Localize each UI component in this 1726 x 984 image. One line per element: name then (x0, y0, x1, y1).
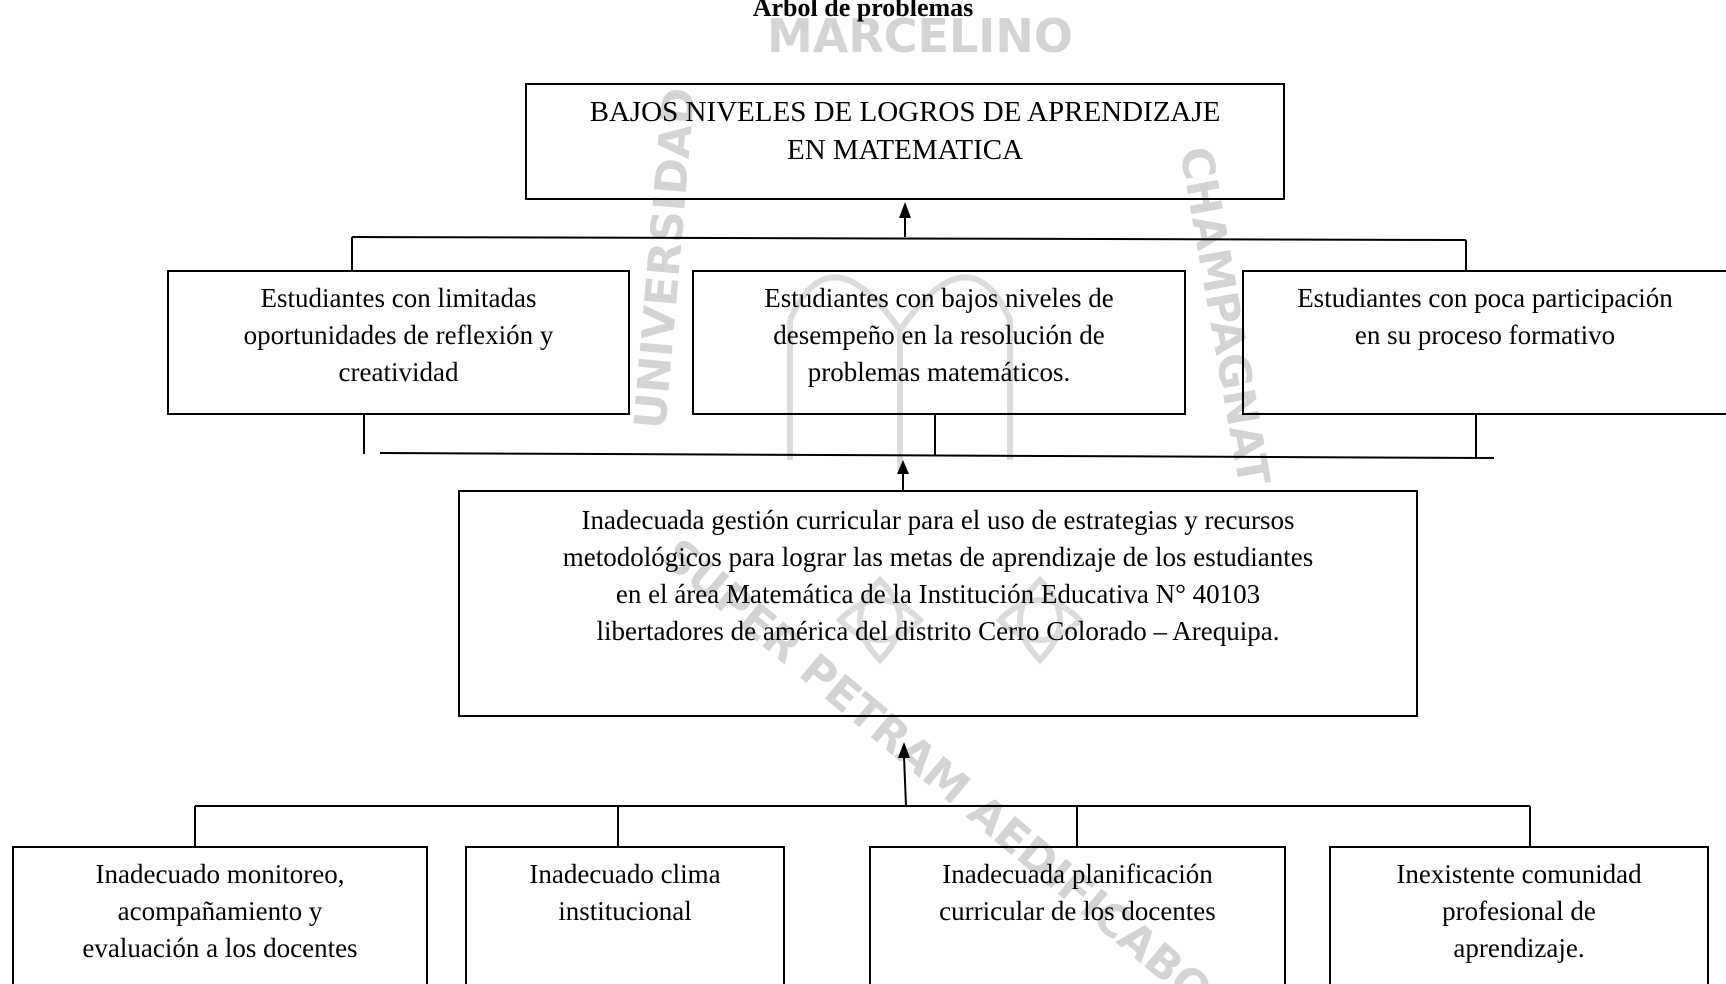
box-line: problemas matemáticos. (807, 357, 1071, 387)
box-line: Inexistente comunidad (1396, 859, 1642, 889)
box-line: Inadecuado clima (529, 859, 721, 889)
seal-flower (835, 575, 925, 665)
box-line: acompañamiento y (117, 896, 323, 926)
effect-box: BAJOS NIVELES DE LOGROS DE APRENDIZAJE E… (525, 83, 1285, 200)
diagram-title: Árbol de problemas (752, 0, 974, 22)
box-line: Estudiantes con bajos niveles de (764, 283, 1114, 313)
cause-box: Inexistente comunidad profesional de apr… (1329, 846, 1709, 984)
box-line: institucional (558, 896, 692, 926)
box-line: curricular de los docentes (939, 896, 1216, 926)
arrow-head (899, 202, 911, 218)
box-line: Inadecuada gestión curricular para el us… (581, 505, 1295, 535)
box-line: en el área Matemática de la Institución … (615, 579, 1261, 609)
arrow-head (897, 460, 909, 474)
consequence-box: Estudiantes con poca participación en su… (1242, 270, 1726, 415)
cause-box: Inadecuada planificación curricular de l… (869, 846, 1286, 984)
effect-line: BAJOS NIVELES DE LOGROS DE APRENDIZAJE (589, 96, 1221, 128)
box-line: en su proceso formativo (1354, 320, 1616, 350)
box-line: metodológicos para lograr las metas de a… (562, 542, 1314, 572)
arrow-head (898, 742, 910, 758)
box-line: evaluación a los docentes (82, 933, 358, 963)
bracket-line (351, 236, 1467, 241)
box-line: Estudiantes con poca participación (1297, 283, 1673, 313)
consequence-box: Estudiantes con bajos niveles de desempe… (692, 270, 1186, 415)
consequence-box: Estudiantes con limitadas oportunidades … (167, 270, 630, 415)
watermark-top-text: MARCELINO (767, 9, 1073, 63)
arrow-shaft (903, 755, 907, 807)
box-line: creatividad (338, 357, 459, 387)
box-line: Inadecuado monitoreo, (95, 859, 345, 889)
cause-box: Inadecuado clima institucional (465, 846, 785, 984)
box-line: Estudiantes con limitadas (260, 283, 537, 313)
bracket-line (379, 452, 1495, 459)
cause-box: Inadecuado monitoreo, acompañamiento y e… (12, 846, 428, 984)
box-line: profesional de (1442, 896, 1596, 926)
seal-monogram (787, 274, 1013, 470)
core-problem-box: Inadecuada gestión curricular para el us… (458, 490, 1418, 717)
seal-flower (995, 575, 1085, 665)
box-line: desempeño en la resolución de (773, 320, 1105, 350)
box-line: aprendizaje. (1453, 933, 1585, 963)
box-line: libertadores de américa del distrito Cer… (596, 616, 1280, 646)
box-line: oportunidades de reflexión y (243, 320, 554, 350)
box-line: Inadecuada planificación (942, 859, 1213, 889)
effect-line: EN MATEMATICA (786, 134, 1024, 166)
